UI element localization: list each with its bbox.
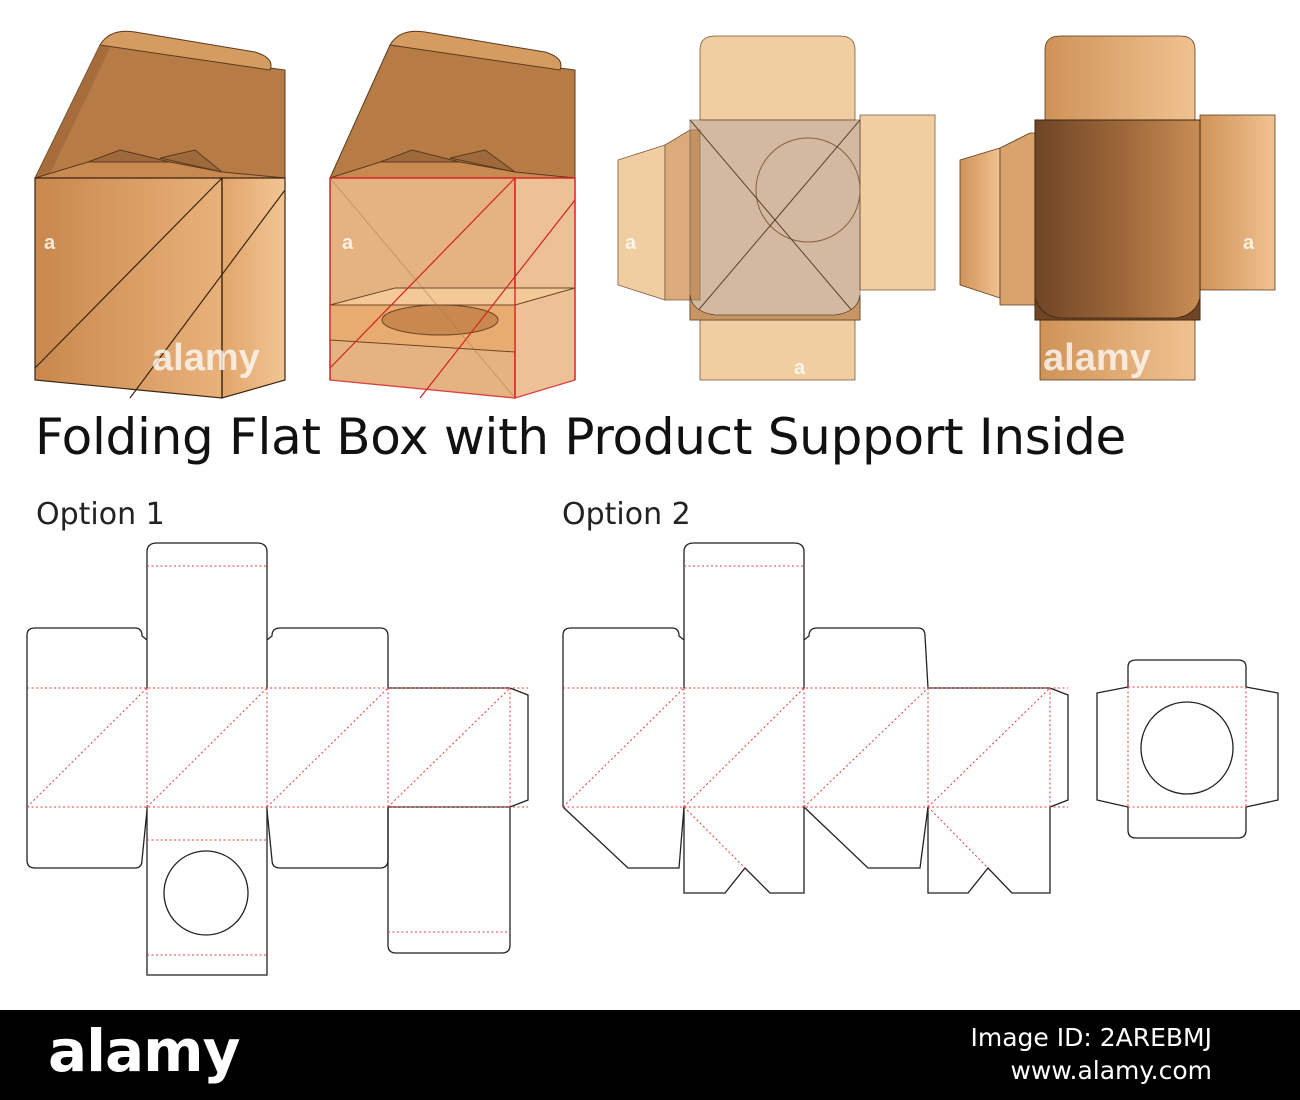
watermark-mark: a — [44, 232, 56, 254]
footer-image-id: Image ID: 2AREBMJ — [970, 1023, 1212, 1052]
option-1-label: Option 1 — [36, 497, 165, 532]
watermark-text: alamy — [152, 337, 260, 379]
diagram-canvas: a a a a a alamy alamy Folding Flat Box w… — [26, 30, 1279, 976]
dieline-option-1 — [26, 542, 529, 976]
dieline-option-2 — [562, 542, 1069, 894]
box-illustrations — [26, 30, 1279, 976]
watermark-mark: a — [342, 232, 354, 254]
box-flat-translucent — [617, 35, 936, 381]
watermark-mark: a — [794, 357, 806, 379]
box-3d-opaque — [34, 30, 286, 399]
footer-brand-logo[interactable]: alamy — [48, 1017, 240, 1085]
watermark-mark: a — [1243, 232, 1255, 254]
page-title: Folding Flat Box with Product Support In… — [35, 408, 1126, 466]
option-2-label: Option 2 — [562, 497, 691, 532]
product-support-insert — [1096, 659, 1279, 839]
watermark-mark: a — [625, 232, 637, 254]
box-flat-opaque — [959, 35, 1276, 381]
watermark-text: alamy — [1043, 337, 1151, 379]
footer-bar — [0, 1010, 1300, 1100]
box-3d-transparent — [329, 30, 576, 399]
footer-url-link[interactable]: www.alamy.com — [1010, 1056, 1212, 1085]
